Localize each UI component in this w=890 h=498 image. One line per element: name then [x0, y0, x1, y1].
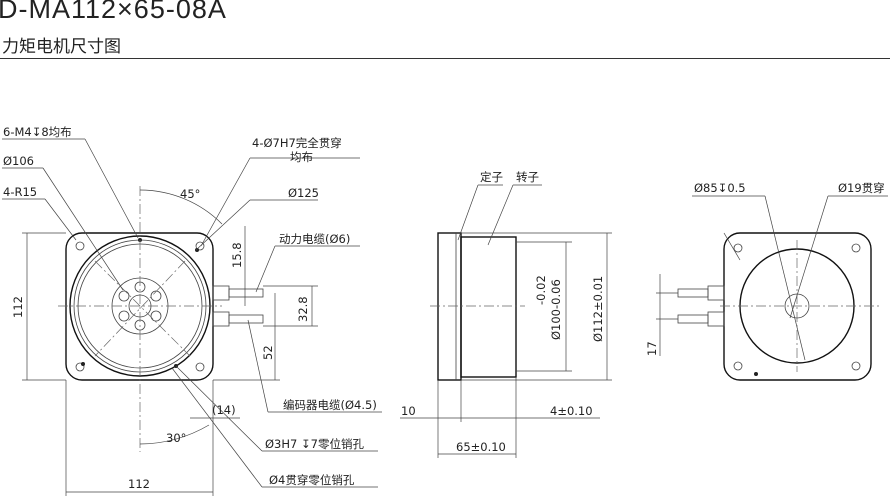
back-pin-dot [754, 372, 758, 376]
encoder-gland [212, 311, 230, 327]
label-through-holes-2: 均布 [290, 150, 313, 164]
label-corner-radius: 4-R15 [3, 185, 37, 199]
leader-encoder-2 [247, 319, 269, 413]
back-power-gland [707, 285, 725, 301]
header-rule [0, 58, 890, 59]
flange-side [437, 232, 462, 381]
label-dia-19: Ø19贯穿 [838, 181, 885, 195]
label-dim-15-8: 15.8 [230, 242, 244, 268]
label-outer-dia: Ø112±0.01 [591, 276, 605, 342]
pin-dot-right [195, 248, 199, 252]
label-dim-17: 17 [645, 341, 659, 356]
tapped-hole-3 [150, 310, 162, 322]
label-bolt-circle: Ø125 [288, 186, 319, 200]
diag-centerline [94, 260, 191, 357]
angle-45-arc [139, 189, 223, 225]
leader-inner-2 [42, 167, 124, 291]
diag-centerline-2 [94, 260, 186, 357]
leader-rotor [487, 184, 514, 246]
front-view: 6-M4↧8均布 Ø106 4-R15 4-Ø7H7完全贯穿 均布 Ø125 动… [2, 125, 382, 496]
back-view: Ø85↧0.5 Ø19贯穿 17 [645, 181, 888, 381]
label-angle-45: 45° [180, 187, 200, 201]
back-power-cable [677, 288, 709, 298]
side-view: 定子 转子 Ø100-0.06 -0.02 Ø112±0.01 10 4±0.1… [400, 170, 612, 458]
leader-pin3-2 [175, 365, 263, 452]
label-rotor: 转子 [516, 170, 539, 184]
angle-30-arc [139, 424, 210, 445]
mount-hole-tl [75, 241, 85, 251]
label-power-cable: 动力电缆(Ø6) [279, 232, 350, 246]
label-dim-10: 10 [401, 404, 416, 418]
leader-radius-2 [44, 198, 77, 241]
label-bore-dia: Ø100-0.06 [549, 279, 563, 340]
label-angle-30: 30° [166, 431, 186, 445]
leader-bolt-2 [195, 199, 251, 251]
label-stator: 定子 [480, 170, 503, 184]
label-dim-height: 112 [11, 296, 25, 318]
label-dim-32-8: 32.8 [296, 296, 310, 322]
leader-power-2 [255, 245, 276, 293]
power-cable [228, 288, 264, 298]
label-tapped-holes: 6-M4↧8均布 [3, 125, 72, 139]
label-dim-4: 4±0.10 [550, 404, 593, 418]
back-hole-bl [733, 361, 743, 371]
label-dim-14: (14) [212, 403, 236, 417]
label-dim-width: 112 [128, 477, 150, 491]
label-bore-tol: -0.02 [534, 275, 548, 305]
label-dim-52: 52 [261, 345, 275, 360]
leader-pin4-2 [171, 367, 263, 488]
tapped-hole-6 [118, 290, 130, 302]
stator-body [460, 236, 517, 378]
back-hole-tr [851, 243, 861, 253]
tapped-hole-5 [118, 310, 130, 322]
tapped-hole-2 [150, 290, 162, 302]
back-encoder-cable [677, 314, 709, 324]
label-dia-85: Ø85↧0.5 [694, 181, 746, 195]
label-pin-hole-4: Ø4贯穿零位销孔 [269, 473, 355, 487]
label-encoder-cable: 编码器电缆(Ø4.5) [283, 398, 377, 412]
encoder-cable [228, 314, 264, 324]
mount-hole-br [195, 362, 205, 372]
label-dim-65: 65±0.10 [456, 440, 506, 454]
label-inner-dia: Ø106 [3, 154, 34, 168]
drawing-subtitle: 力矩电机尺寸图 [2, 37, 121, 57]
model-title: D-MA112×65-08A [0, 0, 227, 24]
label-through-holes: 4-Ø7H7完全贯穿 [252, 136, 342, 150]
mount-hole-tr [195, 241, 205, 251]
leader-dia-19 [789, 195, 829, 319]
pin-dot-left [81, 362, 85, 366]
flange-outline [65, 232, 214, 381]
leader-tapped-2 [84, 138, 139, 239]
leader-stator [457, 184, 479, 241]
leader-through-2 [200, 157, 251, 247]
back-hole-br [851, 361, 861, 371]
power-gland [212, 285, 230, 301]
label-pin-hole-3: Ø3H7 ↧7零位销孔 [265, 437, 364, 451]
back-leader-corner [723, 232, 741, 261]
mount-hole-bl [75, 362, 85, 372]
back-flange [723, 232, 872, 381]
back-encoder-gland [707, 311, 725, 327]
back-hole-tl [733, 243, 743, 253]
leader-dia-85 [764, 195, 806, 361]
